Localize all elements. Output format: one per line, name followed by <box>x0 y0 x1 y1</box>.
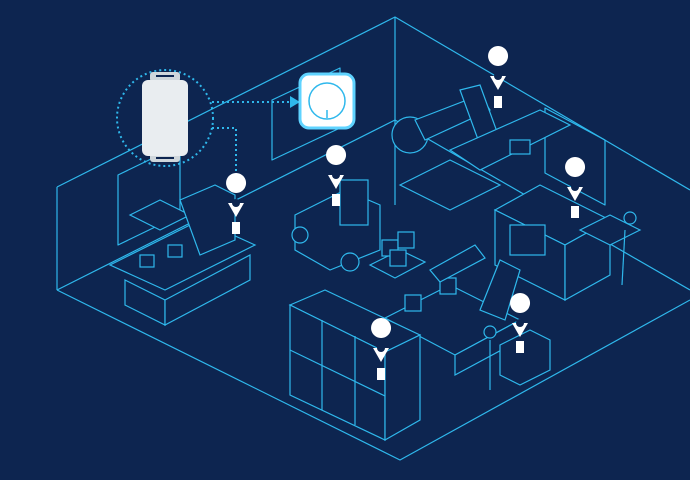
forklift <box>291 179 427 279</box>
machine-right <box>493 184 642 302</box>
location-pin-icon <box>510 293 531 353</box>
robot-arm-center <box>383 244 551 390</box>
location-pin-icon <box>565 157 586 218</box>
location-pins <box>226 46 586 380</box>
location-pin-icon <box>488 46 509 108</box>
sensor-callout <box>116 69 356 190</box>
gateway-icon <box>298 72 356 130</box>
sensor-device-icon <box>142 72 188 162</box>
robot-arm-back <box>391 84 572 211</box>
conveyor-left <box>108 184 257 326</box>
location-pin-icon <box>326 145 347 206</box>
location-pin-icon <box>371 318 392 380</box>
location-pin-icon <box>226 173 247 234</box>
box-stack <box>288 289 422 442</box>
